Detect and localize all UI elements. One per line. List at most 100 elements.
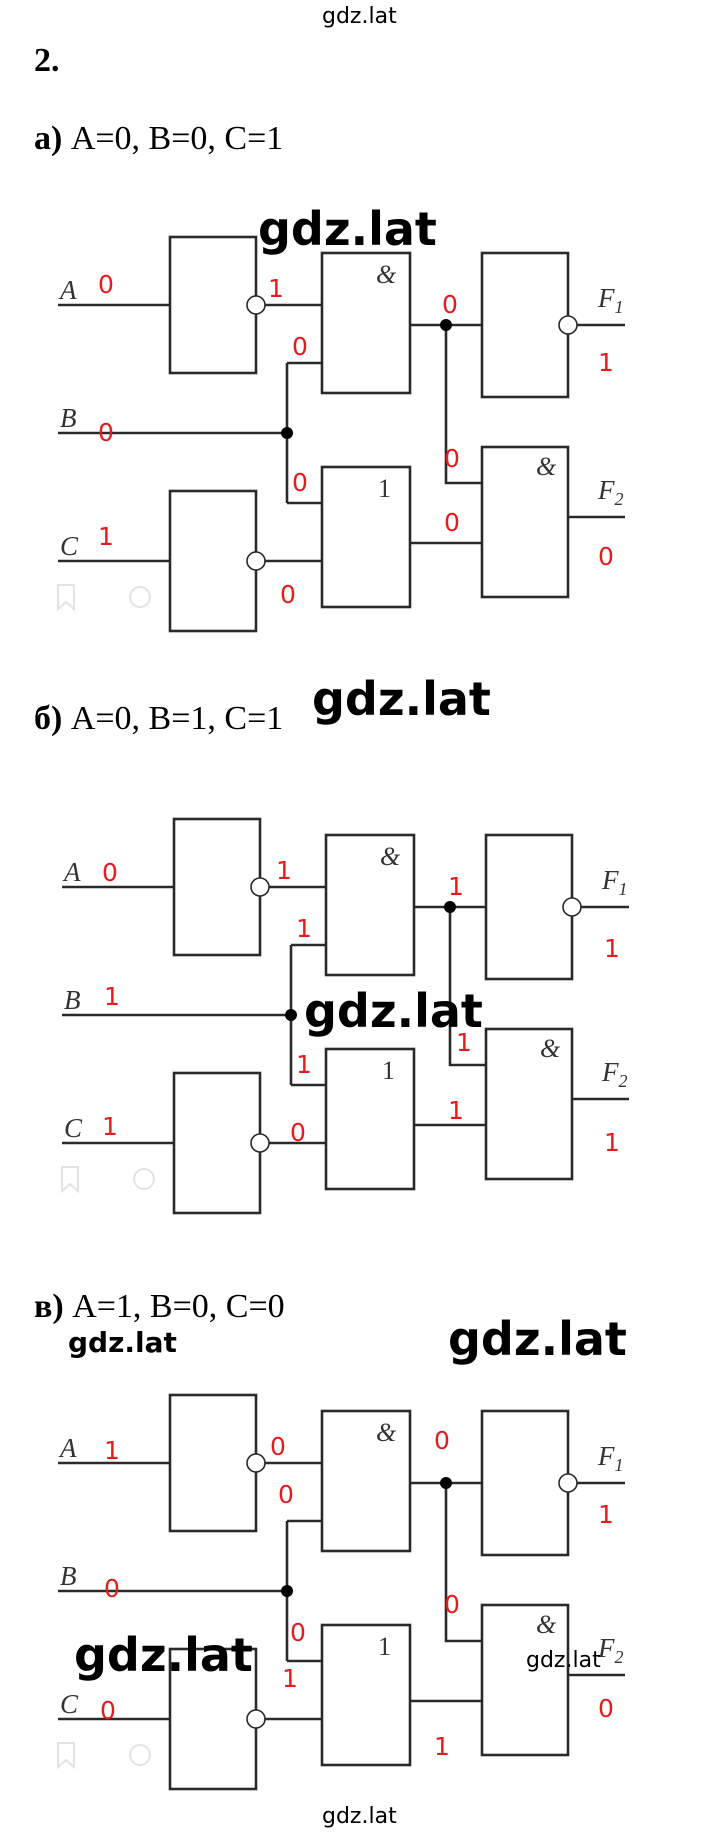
value-b-or: 0 — [292, 468, 308, 497]
value-f1: 1 — [598, 1500, 614, 1529]
watermark: gdz.lat — [304, 984, 483, 1038]
and-gate-1 — [324, 833, 416, 977]
value-b: 0 — [98, 418, 114, 447]
value-a: 0 — [102, 858, 118, 887]
value-branch: 0 — [444, 444, 460, 473]
case-b-heading: б) A=0, B=1, C=1 — [34, 700, 283, 738]
and-gate-label: & — [536, 452, 557, 481]
and-gate-1 — [320, 1409, 412, 1553]
value-b-and: 0 — [292, 332, 308, 361]
output-label-f-index: 2 — [615, 1647, 624, 1667]
value-c: 1 — [102, 1112, 118, 1141]
logic-diagram-b: & & 1 A B C F1 F2 0 1 1 1 1 1 0 1 1 1 1 … — [61, 817, 629, 1215]
inverter-bubble — [246, 295, 266, 315]
input-label-c: C — [60, 531, 79, 561]
and-gate-2 — [484, 1027, 574, 1181]
output-label-f2: F2 — [597, 1633, 624, 1667]
or-gate-label: 1 — [382, 1056, 395, 1085]
value-branch: 1 — [456, 1028, 472, 1057]
output-label-f-index: 1 — [615, 297, 624, 317]
site-footer[interactable]: gdz.lat — [322, 1804, 397, 1829]
output-label-f-letter: F — [597, 475, 615, 505]
value-or-out: 0 — [444, 508, 460, 537]
junction-dot — [440, 1477, 452, 1489]
value-f2: 0 — [598, 542, 614, 571]
site-header[interactable]: gdz.lat — [322, 4, 397, 29]
not-gate-f1 — [480, 1409, 570, 1557]
value-and1-out: 0 — [442, 290, 458, 319]
input-label-a: A — [58, 1433, 77, 1463]
or-gate — [320, 465, 412, 609]
case-c-values: A=1, B=0, C=0 — [72, 1288, 285, 1325]
inverter-bubble — [246, 1453, 266, 1473]
output-label-f-letter: F — [597, 283, 615, 313]
inverter-bubble — [558, 1473, 578, 1493]
not-gate-c — [172, 1071, 262, 1215]
output-label-f-letter: F — [601, 1057, 619, 1087]
value-b-or: 1 — [296, 1050, 312, 1079]
output-label-f-index: 1 — [619, 879, 628, 899]
or-gate — [320, 1623, 412, 1767]
case-c-heading: в) A=1, B=0, C=0 — [34, 1288, 285, 1326]
junction-dot — [440, 319, 452, 331]
case-b-values: A=0, B=1, C=1 — [70, 700, 284, 737]
case-a-values: A=0, B=0, C=1 — [70, 120, 284, 157]
output-label-f-letter: F — [597, 1441, 615, 1471]
wire-branch — [444, 1483, 482, 1643]
value-branch: 0 — [444, 1590, 460, 1619]
input-label-a: A — [58, 275, 77, 305]
output-label-f2: F2 — [597, 475, 624, 509]
not-gate-f1 — [484, 833, 574, 981]
case-b-letter: б) — [34, 700, 63, 737]
watermark: gdz.lat — [448, 1312, 627, 1366]
value-b-or: 0 — [290, 1618, 306, 1647]
case-a-heading: а) A=0, B=0, C=1 — [34, 120, 283, 158]
junction-dot — [285, 1009, 297, 1021]
not-gate-a — [172, 817, 262, 957]
inverter-bubble — [246, 1709, 266, 1729]
output-label-f-index: 1 — [615, 1455, 624, 1475]
and-gate-2 — [480, 445, 570, 599]
input-label-b: B — [64, 985, 81, 1015]
input-label-a: A — [62, 857, 81, 887]
value-b: 0 — [104, 1574, 120, 1603]
value-f1: 1 — [598, 348, 614, 377]
input-label-c: C — [60, 1689, 79, 1719]
value-a: 1 — [104, 1436, 120, 1465]
value-a: 0 — [98, 270, 114, 299]
watermark: gdz.lat — [526, 1648, 601, 1673]
or-gate-label: 1 — [378, 474, 391, 503]
input-label-b: B — [60, 403, 77, 433]
value-and1-out: 0 — [434, 1426, 450, 1455]
value-not-c: 0 — [290, 1118, 306, 1147]
and-gate-label: & — [376, 260, 397, 289]
and-gate-label: & — [536, 1610, 557, 1639]
input-label-b: B — [60, 1561, 77, 1591]
and-gate-2 — [480, 1603, 570, 1757]
not-gate-f1 — [480, 251, 570, 399]
output-label-f2: F2 — [601, 1057, 628, 1091]
watermark: gdz.lat — [68, 1326, 177, 1359]
inverter-bubble — [250, 877, 270, 897]
output-label-f-letter: F — [597, 1633, 615, 1663]
and-gate-1 — [320, 251, 412, 395]
value-not-a: 1 — [276, 856, 292, 885]
inverter-bubble — [246, 551, 266, 571]
watermark: gdz.lat — [312, 672, 491, 726]
logic-diagram-a: & & 1 A B C F1 F2 0 1 0 0 0 1 0 0 0 0 1 … — [57, 235, 625, 633]
value-not-a: 1 — [268, 274, 284, 303]
not-gate-a — [168, 1393, 258, 1533]
output-label-f-index: 2 — [619, 1071, 628, 1091]
not-gate-c — [168, 1647, 258, 1791]
or-gate — [324, 1047, 416, 1191]
input-label-c: C — [64, 1113, 83, 1143]
and-gate-label: & — [540, 1034, 561, 1063]
output-label-f1: F1 — [597, 1441, 624, 1475]
and-gate-label: & — [376, 1418, 397, 1447]
wire-branch — [448, 907, 486, 1067]
value-not-c: 0 — [280, 580, 296, 609]
inverter-bubble — [250, 1133, 270, 1153]
output-label-f1: F1 — [597, 283, 624, 317]
junction-dot — [281, 1585, 293, 1597]
value-or-out: 1 — [434, 1732, 450, 1761]
